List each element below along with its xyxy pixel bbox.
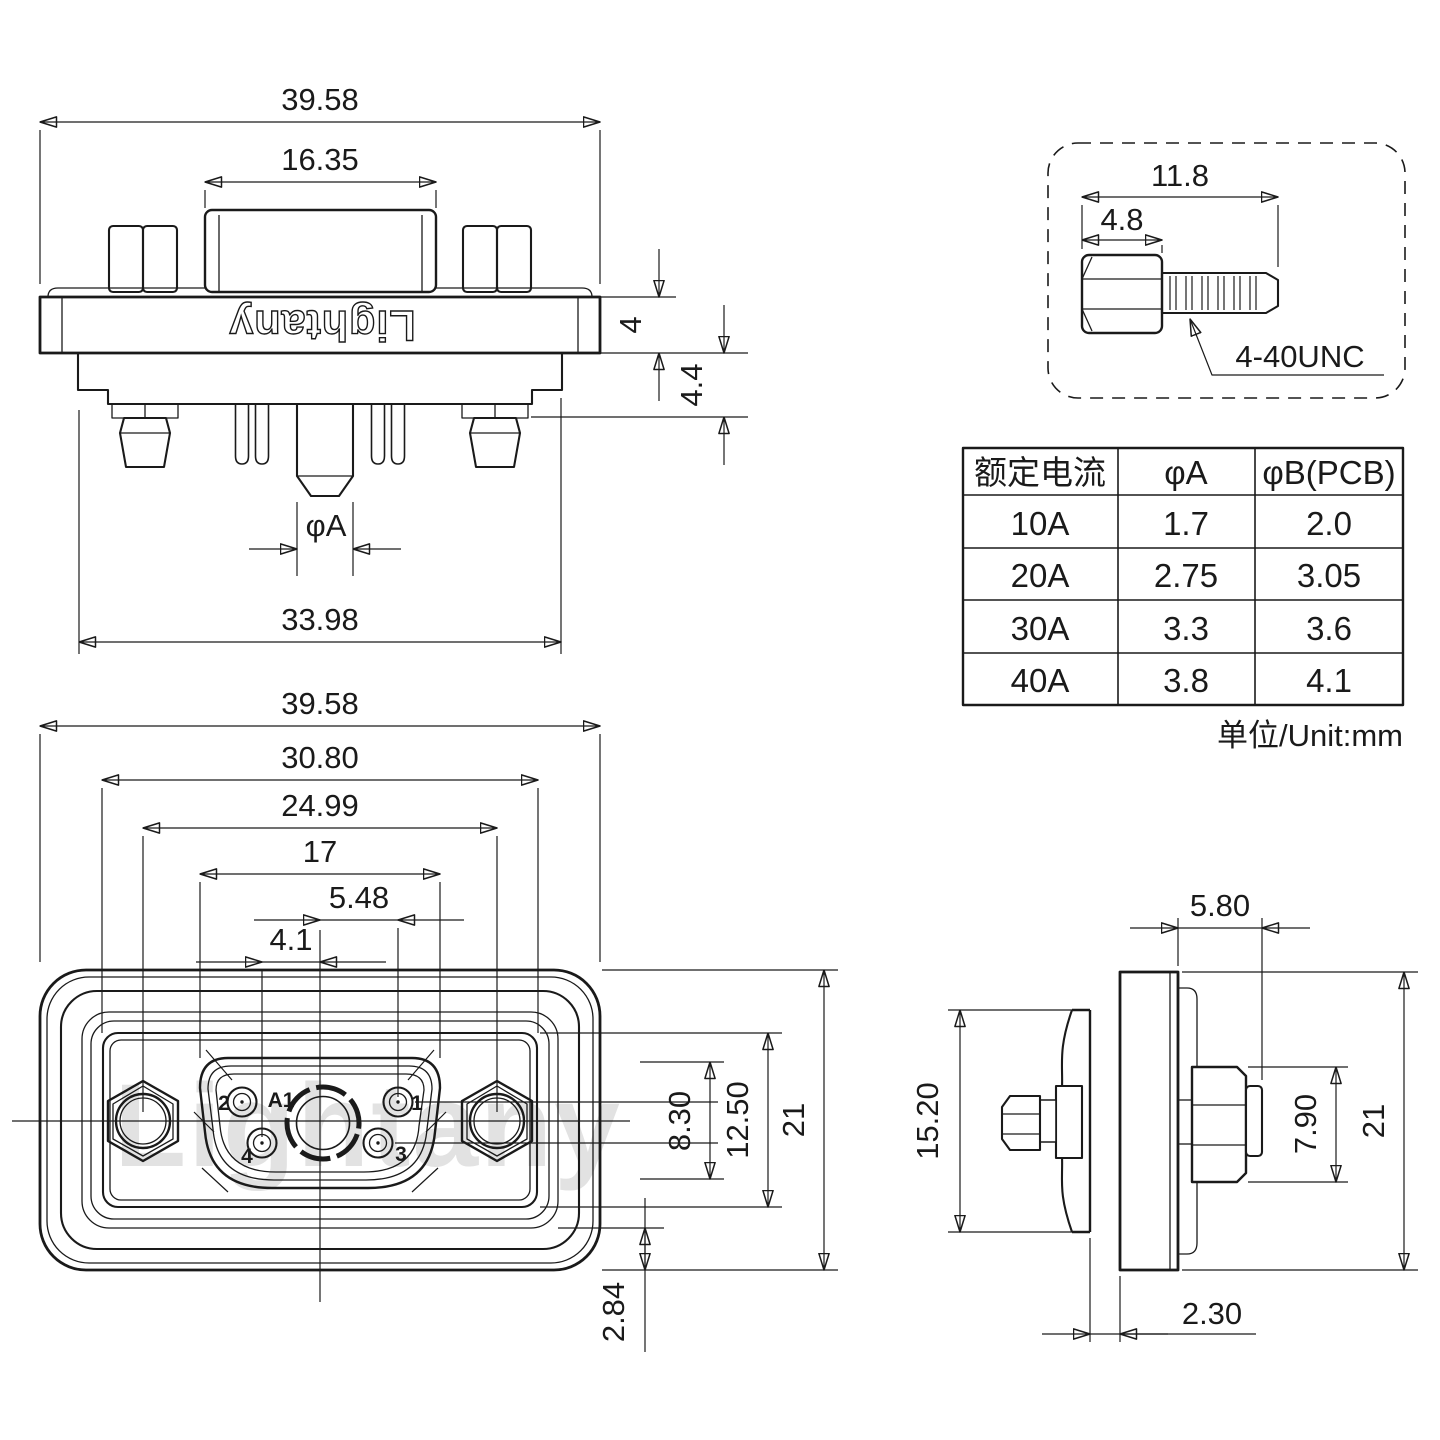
table-cell: 40A [1011,662,1070,699]
table-header-current: 额定电流 [974,454,1106,491]
top-dim-flange-thickness: 4 [613,316,648,333]
front-dim-screw-spacing: 24.99 [281,788,359,823]
front-dim-insert-height: 8.30 [662,1091,697,1151]
top-dim-body-width: 33.98 [281,602,359,637]
side-dim-panel-gap: 2.30 [1182,1296,1242,1331]
table-cell: 30A [1011,610,1070,647]
top-view: 39.58 16.35 Lightany [38,82,748,654]
table-cell: 1.7 [1163,505,1209,542]
screw-dim-head-length: 4.8 [1100,202,1143,237]
detail-border [1047,142,1406,399]
power-contact-a1 [284,1084,362,1162]
front-dim-pin1-offset: 5.48 [329,880,389,915]
front-dim-bottom-offset: 2.84 [596,1282,631,1342]
pin-label-4: 4 [241,1145,253,1168]
pin-label-1: 1 [411,1092,423,1115]
top-dim-rear-depth: 4.4 [674,363,709,406]
dsub-insert [193,1049,447,1193]
front-dim-pin4-offset: 4.1 [269,922,312,957]
thread-label: 4-40UNC [1235,339,1364,374]
table-cell: 4.1 [1306,662,1352,699]
pin-label-a1: A1 [268,1089,295,1112]
side-dim-overall-height: 21 [1356,1104,1391,1138]
screw-dim-total-length: 11.8 [1151,158,1209,193]
table-cell: 20A [1011,557,1070,594]
signal-contacts [226,1086,414,1159]
watermark: Lightany [114,1060,622,1192]
right-jackscrew-nut [460,1079,534,1163]
unit-note: 单位/Unit:mm [1217,718,1403,753]
table-cell: 2.0 [1306,505,1352,542]
table-cell: 10A [1011,505,1070,542]
side-dim-nut-protrusion: 5.80 [1190,888,1250,923]
side-view: 5.80 15.20 7.90 21 2.30 [910,888,1418,1342]
top-dim-center-pin-dia: φA [306,508,347,543]
table-cell: 2.75 [1154,557,1218,594]
table-cell: 3.8 [1163,662,1209,699]
table-cell: 3.05 [1297,557,1361,594]
table-cell: 3.6 [1306,610,1352,647]
front-dim-panel-height: 12.50 [720,1081,755,1159]
pin-label-3: 3 [395,1143,407,1166]
front-dim-overall-height: 21 [776,1103,811,1137]
front-dim-panel-width: 30.80 [281,740,359,775]
top-dim-plug-width: 16.35 [281,142,359,177]
top-dim-overall-width: 39.58 [281,82,359,117]
pin-label-2: 2 [218,1092,230,1115]
table-header-dia-b: φB(PCB) [1262,454,1395,491]
front-view: Lightany 39.58 30.80 24.99 17 5.48 4.1 [12,686,838,1352]
left-jackscrew-nut [106,1079,180,1163]
side-dim-nut-height: 7.90 [1288,1094,1323,1154]
side-dim-body-height: 15.20 [910,1082,945,1160]
table-cell: 3.3 [1163,610,1209,647]
spec-table: 额定电流 φA φB(PCB) 10A 1.7 2.0 20A 2.75 3.0… [961,446,1405,753]
screw-detail: 11.8 4.8 4-40UNC [1047,142,1406,399]
front-dim-overall-width: 39.58 [281,686,359,721]
table-header-dia-a: φA [1164,454,1207,491]
brand-logo: Lightany [228,301,415,349]
front-dim-insert-width: 17 [303,834,337,869]
